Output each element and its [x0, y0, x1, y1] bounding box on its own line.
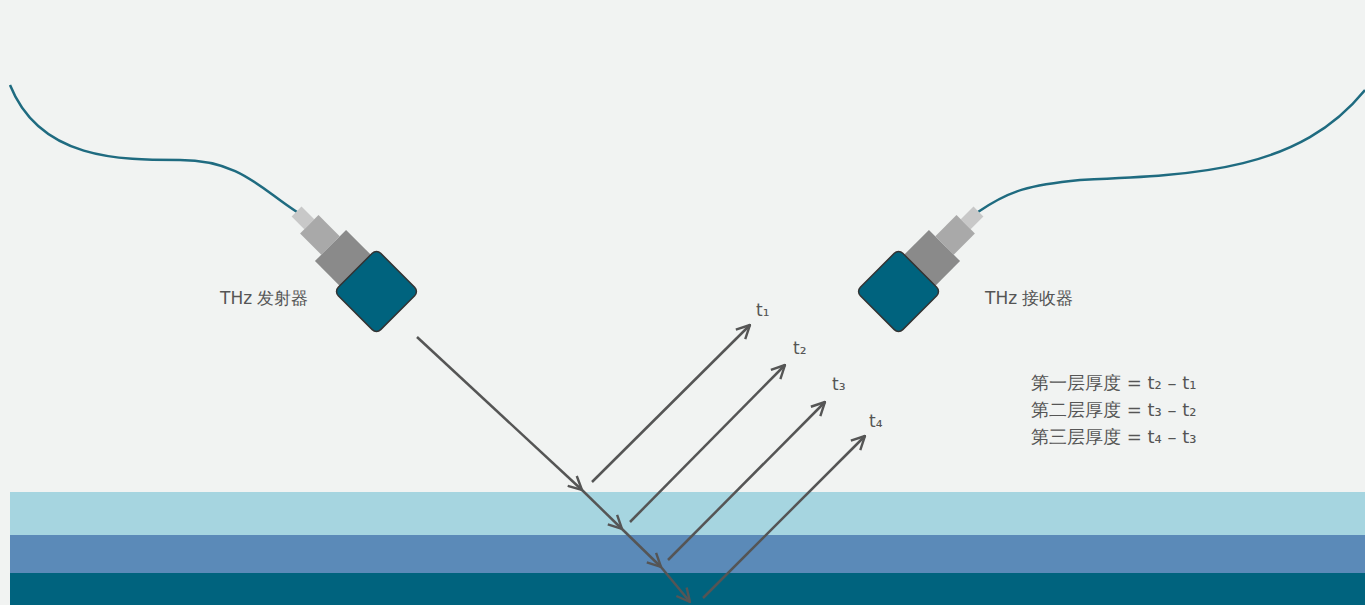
incident-beam [417, 337, 690, 602]
time-label: t₂ [793, 338, 806, 358]
layer-one [10, 492, 1365, 535]
time-label: t₄ [869, 411, 882, 431]
emitter-probe [275, 190, 419, 334]
time-label: t₁ [756, 300, 769, 320]
receiver-cable [978, 90, 1365, 212]
probe-label: THz 发射器 [220, 288, 309, 308]
thickness-formula: 第一层厚度 = t₂ – t₁ [1031, 372, 1197, 394]
time-label: t₃ [832, 374, 845, 394]
probe-label: THz 接收器 [985, 288, 1074, 308]
thickness-formula: 第二层厚度 = t₃ – t₂ [1031, 399, 1197, 421]
thickness-formula: 第三层厚度 = t₄ – t₃ [1031, 426, 1197, 448]
receiver-probe [856, 190, 1000, 334]
reflected-beam [592, 325, 865, 598]
emitter-cable [10, 85, 297, 212]
